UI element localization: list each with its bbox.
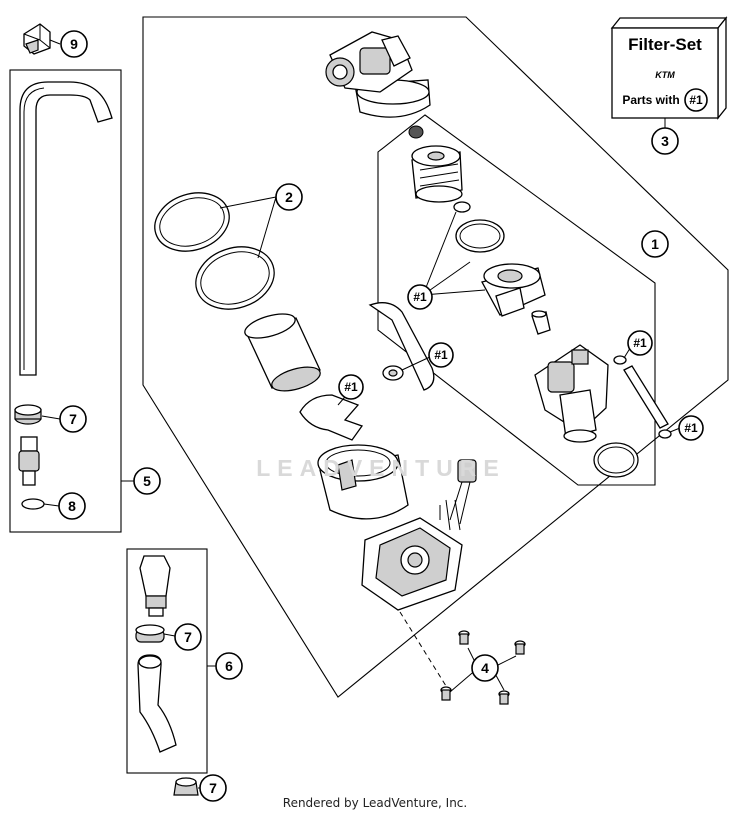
callout-4[interactable]: 4 — [471, 654, 499, 682]
ref-1-pipe-o-ring[interactable]: #1 — [678, 415, 704, 441]
regulator-tube — [531, 310, 551, 335]
fuel-pump-motor — [534, 344, 609, 443]
ref-1-filter-kit[interactable]: #1 — [407, 284, 433, 310]
pump-cup-housing — [317, 444, 409, 520]
filter-set-title: Filter-Set — [628, 35, 702, 54]
o-ring-medium — [455, 219, 505, 253]
o-ring-pump-lower — [658, 429, 672, 439]
ref-1-bracket[interactable]: #1 — [338, 374, 364, 400]
pump-outlet-pipe — [623, 365, 669, 429]
callout-3[interactable]: 3 — [651, 127, 679, 155]
svg-text:7: 7 — [69, 411, 77, 427]
hose-kit-frame — [126, 548, 208, 774]
quick-connector — [18, 436, 40, 486]
watermark: LEADVENTURE — [256, 455, 506, 481]
fuel-strainer-sleeve — [244, 313, 321, 392]
o-ring-pump-base — [593, 442, 639, 478]
pump-bracket — [299, 394, 364, 441]
svg-text:#1: #1 — [434, 348, 448, 362]
svg-text:1: 1 — [651, 236, 659, 252]
flange-bolt-4 — [498, 690, 510, 705]
pump-gasket — [368, 302, 435, 391]
svg-text:#1: #1 — [344, 380, 358, 394]
callout-1[interactable]: 1 — [641, 230, 669, 258]
wiring-connector — [449, 459, 477, 525]
ktm-brand-logo: KTM — [655, 70, 675, 80]
fuel-hose — [137, 654, 177, 753]
o-ring-small — [21, 498, 45, 510]
fuel-tube — [19, 81, 113, 376]
ref-1-gasket[interactable]: #1 — [428, 342, 454, 368]
pump-flange-base — [361, 499, 463, 611]
fuel-filter — [411, 145, 463, 203]
hose-clamp-middle — [135, 624, 165, 643]
svg-text:4: 4 — [481, 660, 489, 676]
parts-with-ref: #1 — [689, 93, 703, 107]
retaining-clip — [23, 23, 51, 55]
o-ring-filter — [453, 201, 471, 213]
svg-text:#1: #1 — [633, 336, 647, 350]
o-ring-pump-upper — [613, 355, 627, 365]
flange-bolt-3 — [440, 686, 452, 701]
flange-bolt-1 — [458, 630, 470, 645]
svg-text:9: 9 — [70, 36, 78, 52]
svg-text:7: 7 — [184, 629, 192, 645]
small-filter-cap — [408, 125, 424, 139]
svg-text:3: 3 — [661, 133, 669, 149]
callout-7-middle[interactable]: 7 — [174, 623, 202, 651]
callout-7-bottom[interactable]: 7 — [199, 774, 227, 802]
main-assembly-frame — [142, 16, 729, 698]
svg-text:6: 6 — [225, 658, 233, 674]
hose-clamp-bottom — [173, 777, 199, 796]
svg-text:5: 5 — [143, 473, 151, 489]
pressure-regulator — [481, 263, 546, 317]
svg-text:8: 8 — [68, 498, 76, 514]
pump-washer — [382, 365, 404, 381]
pump-top-housing — [325, 31, 431, 118]
callout-9[interactable]: 9 — [60, 30, 88, 58]
flange-bolt-2 — [514, 640, 526, 655]
svg-text:2: 2 — [285, 189, 293, 205]
hose-clamp-top — [14, 404, 42, 425]
footer-credit: Rendered by LeadVenture, Inc. — [282, 796, 468, 810]
filter-subassembly-frame — [377, 114, 656, 486]
callout-2[interactable]: 2 — [275, 183, 303, 211]
svg-text:7: 7 — [209, 780, 217, 796]
ref-1-pump-o-ring[interactable]: #1 — [627, 330, 653, 356]
svg-text:#1: #1 — [684, 421, 698, 435]
filter-set-box: Filter-Set KTM Parts with #1 — [610, 16, 728, 120]
callout-7-top[interactable]: 7 — [59, 405, 87, 433]
hose-assembly-frame — [9, 69, 122, 533]
parts-with-label: Parts with — [622, 93, 679, 107]
svg-text:#1: #1 — [413, 290, 427, 304]
callout-6[interactable]: 6 — [215, 652, 243, 680]
quick-coupling — [139, 555, 171, 617]
large-o-ring-upper — [154, 192, 230, 252]
callout-8[interactable]: 8 — [58, 492, 86, 520]
callout-5[interactable]: 5 — [133, 467, 161, 495]
large-o-ring-lower — [195, 246, 275, 310]
